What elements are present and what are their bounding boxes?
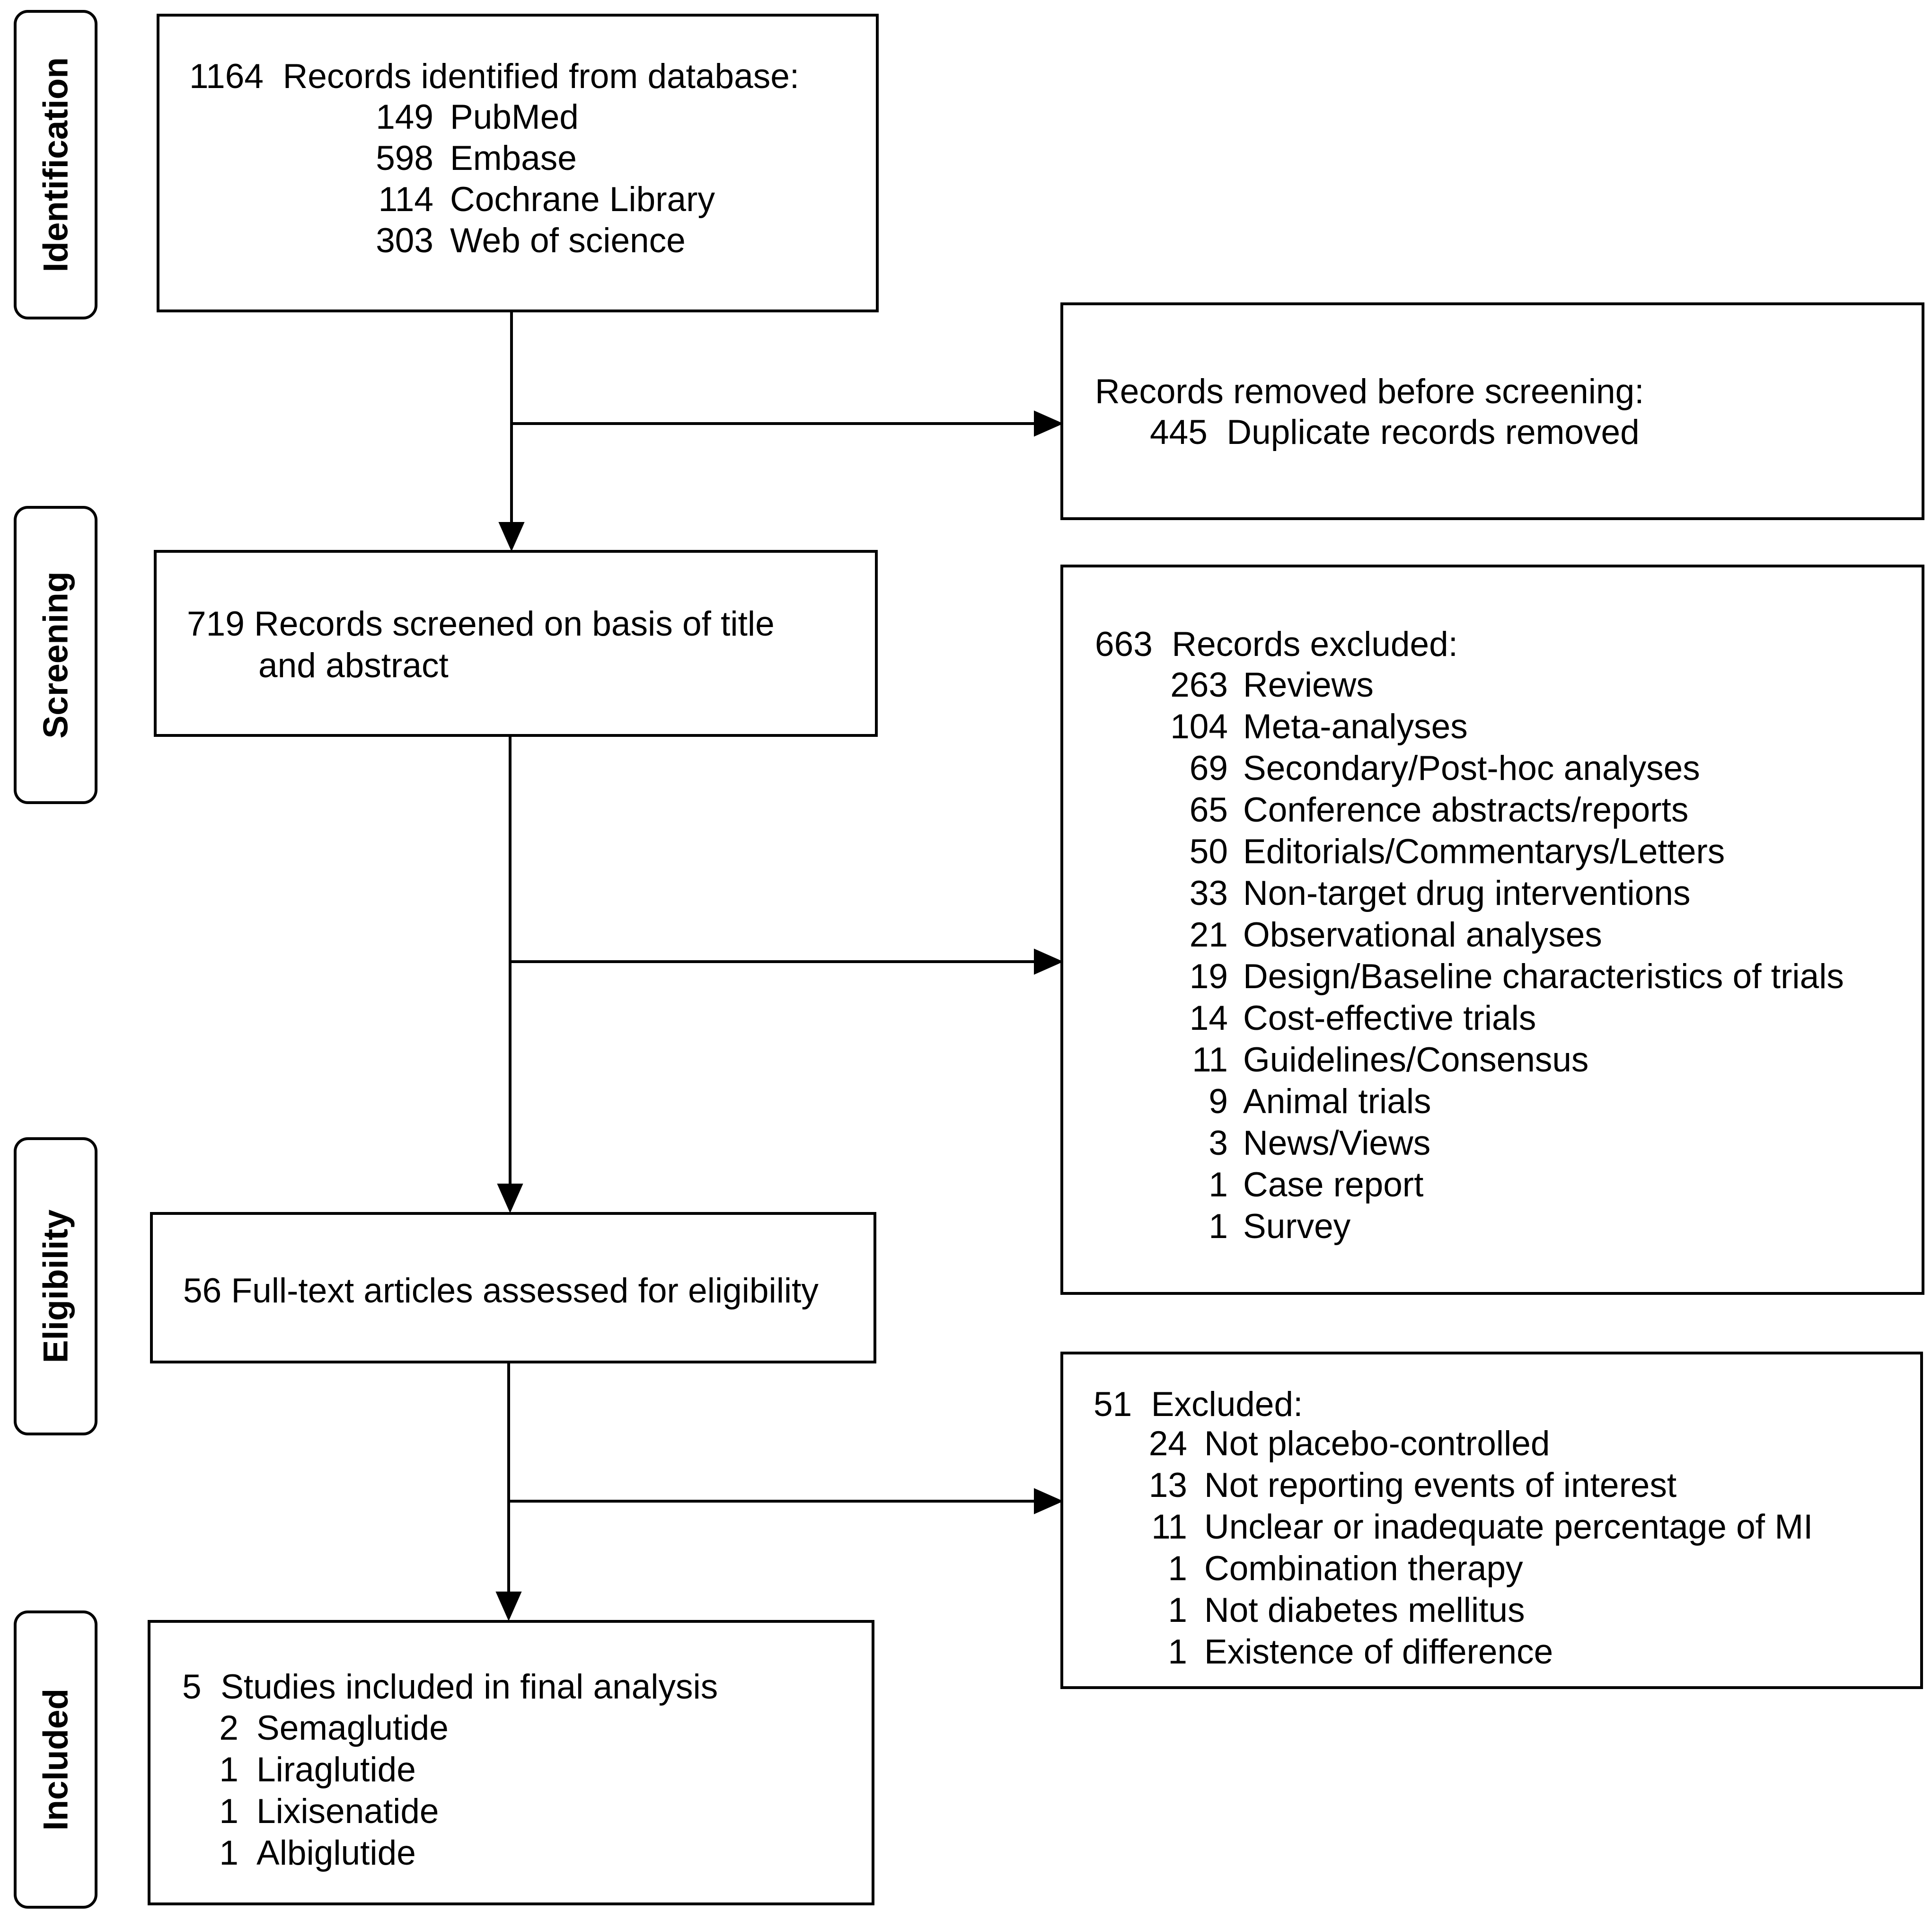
excluded-records-header: 663 Records excluded: bbox=[1095, 624, 1458, 665]
excluded-fulltext-text: Excluded: bbox=[1151, 1385, 1303, 1424]
excluded-record-item-label: Editorials/Commentarys/Letters bbox=[1243, 832, 1725, 871]
removed-item: 445 Duplicate records removed bbox=[1150, 412, 1640, 453]
included-item-label: Semaglutide bbox=[256, 1709, 449, 1747]
excluded-record-item-count: 69 bbox=[1189, 749, 1228, 787]
excluded-record-item-count: 19 bbox=[1189, 957, 1228, 996]
excluded-record-item-label: Guidelines/Consensus bbox=[1243, 1041, 1589, 1079]
screened-count: 719 bbox=[187, 605, 245, 643]
included-item-count: 1 bbox=[219, 1792, 238, 1831]
source-item-label: Cochrane Library bbox=[450, 180, 715, 219]
included-item-count: 1 bbox=[219, 1751, 238, 1789]
excluded-record-item-count: 14 bbox=[1189, 999, 1228, 1037]
excluded-fulltext-item-count: 24 bbox=[1148, 1425, 1187, 1463]
removed-count: 445 bbox=[1150, 413, 1208, 451]
arrowhead-included bbox=[495, 1592, 522, 1621]
identified-header: 1164 Records identified from database: bbox=[189, 56, 799, 97]
arrowhead-excluded-records bbox=[1034, 948, 1064, 975]
stage-identification: Identification bbox=[14, 10, 97, 319]
excluded-record-item-count: 11 bbox=[1192, 1041, 1228, 1079]
excluded-records-count: 663 bbox=[1095, 625, 1153, 664]
stage-included: Included bbox=[14, 1610, 97, 1909]
excluded-record-item-label: Observational analyses bbox=[1243, 916, 1602, 954]
excluded-record-item-label: Reviews bbox=[1243, 666, 1374, 704]
excluded-record-item-label: Animal trials bbox=[1243, 1082, 1431, 1121]
removed-label: Duplicate records removed bbox=[1226, 413, 1640, 451]
excluded-record-item-count: 263 bbox=[1170, 666, 1228, 704]
excluded-fulltext-item-count: 13 bbox=[1148, 1466, 1187, 1504]
excluded-fulltext-item-label: Not diabetes mellitus bbox=[1204, 1591, 1525, 1629]
included-item-label: Lixisenatide bbox=[256, 1792, 439, 1831]
included-studies-box: 5 Studies included in final analysis 2 Se… bbox=[148, 1620, 874, 1905]
excluded-record-item-label: News/Views bbox=[1243, 1124, 1431, 1162]
screened-records-box: 719 Records screened on basis of title a… bbox=[154, 550, 878, 737]
included-count: 5 bbox=[182, 1668, 202, 1706]
arrowhead-fulltext bbox=[497, 1184, 523, 1213]
excluded-record-item-label: Case report bbox=[1243, 1166, 1424, 1204]
excluded-record-item-label: Meta-analyses bbox=[1243, 708, 1468, 746]
excluded-fulltext-count: 51 bbox=[1094, 1385, 1132, 1424]
identified-records-box: 1164 Records identified from database: 1… bbox=[157, 14, 879, 312]
fulltext-text: Full-text articles assessed for eligibil… bbox=[231, 1272, 819, 1310]
excluded-fulltext-item-label: Not placebo-controlled bbox=[1204, 1425, 1550, 1463]
source-item-count: 114 bbox=[378, 180, 433, 219]
excluded-fulltext-item-label: Not reporting events of interest bbox=[1204, 1466, 1677, 1504]
excluded-fulltext-header: 51 Excluded: bbox=[1094, 1384, 1303, 1425]
included-item-count: 2 bbox=[219, 1709, 238, 1747]
source-item-label: Web of science bbox=[450, 221, 686, 260]
removed-records-box: Records removed before screening: 445 Du… bbox=[1060, 302, 1924, 520]
excluded-fulltext-item-count: 11 bbox=[1151, 1508, 1187, 1546]
excluded-fulltext-item-count: 1 bbox=[1168, 1591, 1187, 1629]
source-item-count: 303 bbox=[376, 221, 433, 260]
removed-title: Records removed before screening: bbox=[1095, 372, 1644, 411]
excluded-record-item-count: 1 bbox=[1209, 1166, 1228, 1204]
arrowhead-excluded-fulltext bbox=[1034, 1488, 1064, 1514]
arrowhead-screened bbox=[498, 522, 525, 552]
excluded-records-box: 663 Records excluded: 263 Reviews 104 Meta-… bbox=[1060, 565, 1924, 1295]
excluded-record-item-label: Cost-effective trials bbox=[1243, 999, 1536, 1037]
excluded-record-item-count: 1 bbox=[1209, 1207, 1228, 1246]
excluded-record-item-count: 65 bbox=[1189, 791, 1228, 829]
source-item-label: Embase bbox=[450, 139, 577, 177]
excluded-fulltext-item-label: Existence of difference bbox=[1204, 1633, 1553, 1671]
identified-count: 1164 bbox=[189, 57, 264, 96]
fulltext-line: 56 Full-text articles assessed for eligi… bbox=[183, 1271, 819, 1311]
excluded-record-item-label: Survey bbox=[1243, 1207, 1351, 1246]
included-item-count: 1 bbox=[219, 1834, 238, 1872]
excluded-record-item-count: 21 bbox=[1189, 916, 1228, 954]
stage-screening: Screening bbox=[14, 506, 97, 804]
excluded-record-item-count: 104 bbox=[1170, 708, 1228, 746]
excluded-record-item-label: Design/Baseline characteristics of trial… bbox=[1243, 957, 1844, 996]
identified-text: Records identified from database: bbox=[282, 57, 800, 96]
fulltext-count: 56 bbox=[183, 1272, 222, 1310]
excluded-record-item-count: 33 bbox=[1189, 874, 1228, 912]
excluded-fulltext-item-label: Combination therapy bbox=[1204, 1549, 1523, 1588]
excluded-records-text: Records excluded: bbox=[1172, 625, 1458, 664]
source-item-count: 149 bbox=[376, 98, 433, 136]
arrowhead-removed bbox=[1034, 410, 1064, 437]
stage-eligibility: Eligibility bbox=[14, 1137, 97, 1435]
fulltext-box: 56 Full-text articles assessed for eligi… bbox=[150, 1212, 876, 1363]
included-item-label: Albiglutide bbox=[256, 1834, 416, 1872]
excluded-fulltext-item-count: 1 bbox=[1168, 1549, 1187, 1588]
excluded-fulltext-item-label: Unclear or inadequate percentage of MI bbox=[1204, 1508, 1813, 1546]
excluded-record-item-count: 50 bbox=[1189, 832, 1228, 871]
screened-line2: and abstract bbox=[258, 646, 449, 685]
included-text: Studies included in final analysis bbox=[221, 1668, 718, 1706]
included-item-label: Liraglutide bbox=[256, 1751, 416, 1789]
source-item-label: PubMed bbox=[450, 98, 579, 136]
excluded-record-item-count: 3 bbox=[1209, 1124, 1228, 1162]
excluded-record-item-label: Secondary/Post-hoc analyses bbox=[1243, 749, 1700, 787]
excluded-fulltext-item-count: 1 bbox=[1168, 1633, 1187, 1671]
screened-line1: 719 Records screened on basis of title bbox=[187, 604, 775, 645]
included-header: 5 Studies included in final analysis bbox=[182, 1667, 718, 1708]
excluded-record-item-label: Conference abstracts/reports bbox=[1243, 791, 1689, 829]
screened-text-1: Records screened on basis of title bbox=[254, 605, 775, 643]
excluded-record-item-label: Non-target drug interventions bbox=[1243, 874, 1691, 912]
source-item-count: 598 bbox=[376, 139, 433, 177]
excluded-record-item-count: 9 bbox=[1209, 1082, 1228, 1121]
